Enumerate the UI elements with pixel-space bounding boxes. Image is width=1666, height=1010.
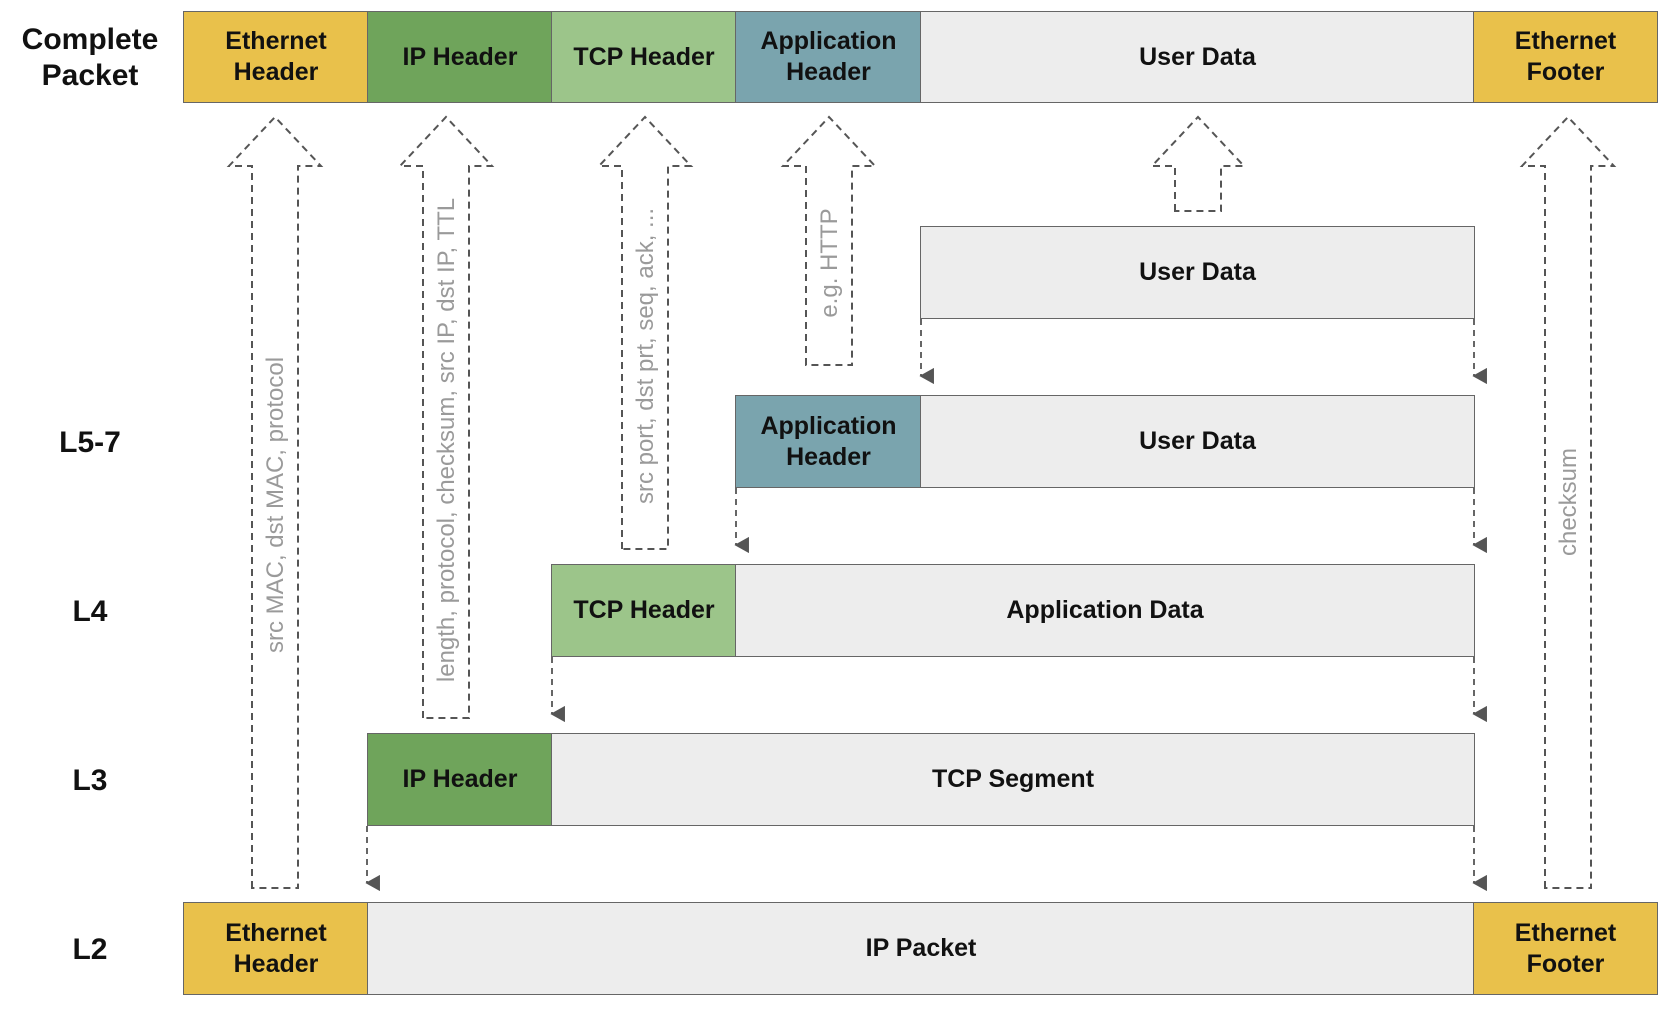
label-l2: L2 <box>72 933 108 966</box>
label-l5-7: L5-7 <box>59 426 121 459</box>
complete-tcp-header: TCP Header <box>551 11 737 103</box>
l4-tcp-header: TCP Header <box>551 564 737 657</box>
footer-fields-note: checksum <box>1555 448 1582 556</box>
complete-application-header: Application Header <box>735 11 922 103</box>
ethernet-footer-up-arrow <box>1519 115 1617 889</box>
label-l3: L3 <box>72 764 108 797</box>
complete-ethernet-header: Ethernet Header <box>183 11 369 103</box>
user-data-up-arrow <box>1149 115 1247 212</box>
label-complete-packet: Complete Packet <box>21 22 159 92</box>
tcp-header-up-arrow <box>596 115 694 550</box>
ip-fields-note: length, protocol, checksum, src IP, dst … <box>433 198 460 682</box>
ip-header-up-arrow <box>397 115 495 719</box>
complete-ip-header: IP Header <box>367 11 553 103</box>
l57-application-header: Application Header <box>735 395 922 488</box>
l4-application-data: Application Data <box>735 564 1475 657</box>
ethernet-fields-note: src MAC, dst MAC, protocol <box>262 357 289 653</box>
label-l4: L4 <box>72 595 108 628</box>
app-fields-note: e.g. HTTP <box>816 208 843 317</box>
l2-ip-packet: IP Packet <box>367 902 1475 995</box>
l3-tcp-segment: TCP Segment <box>551 733 1475 826</box>
complete-ethernet-footer: Ethernet Footer <box>1473 11 1658 103</box>
l2-ethernet-header: Ethernet Header <box>183 902 369 995</box>
l57-user-data: User Data <box>920 395 1475 488</box>
app-header-up-arrow <box>780 115 878 366</box>
user-data-block: User Data <box>920 226 1475 319</box>
complete-user-data: User Data <box>920 11 1475 103</box>
tcp-fields-note: src port, dst prt, seq, ack, ... <box>632 208 659 504</box>
ethernet-header-up-arrow <box>226 115 324 889</box>
l2-ethernet-footer: Ethernet Footer <box>1473 902 1658 995</box>
l3-ip-header: IP Header <box>367 733 553 826</box>
